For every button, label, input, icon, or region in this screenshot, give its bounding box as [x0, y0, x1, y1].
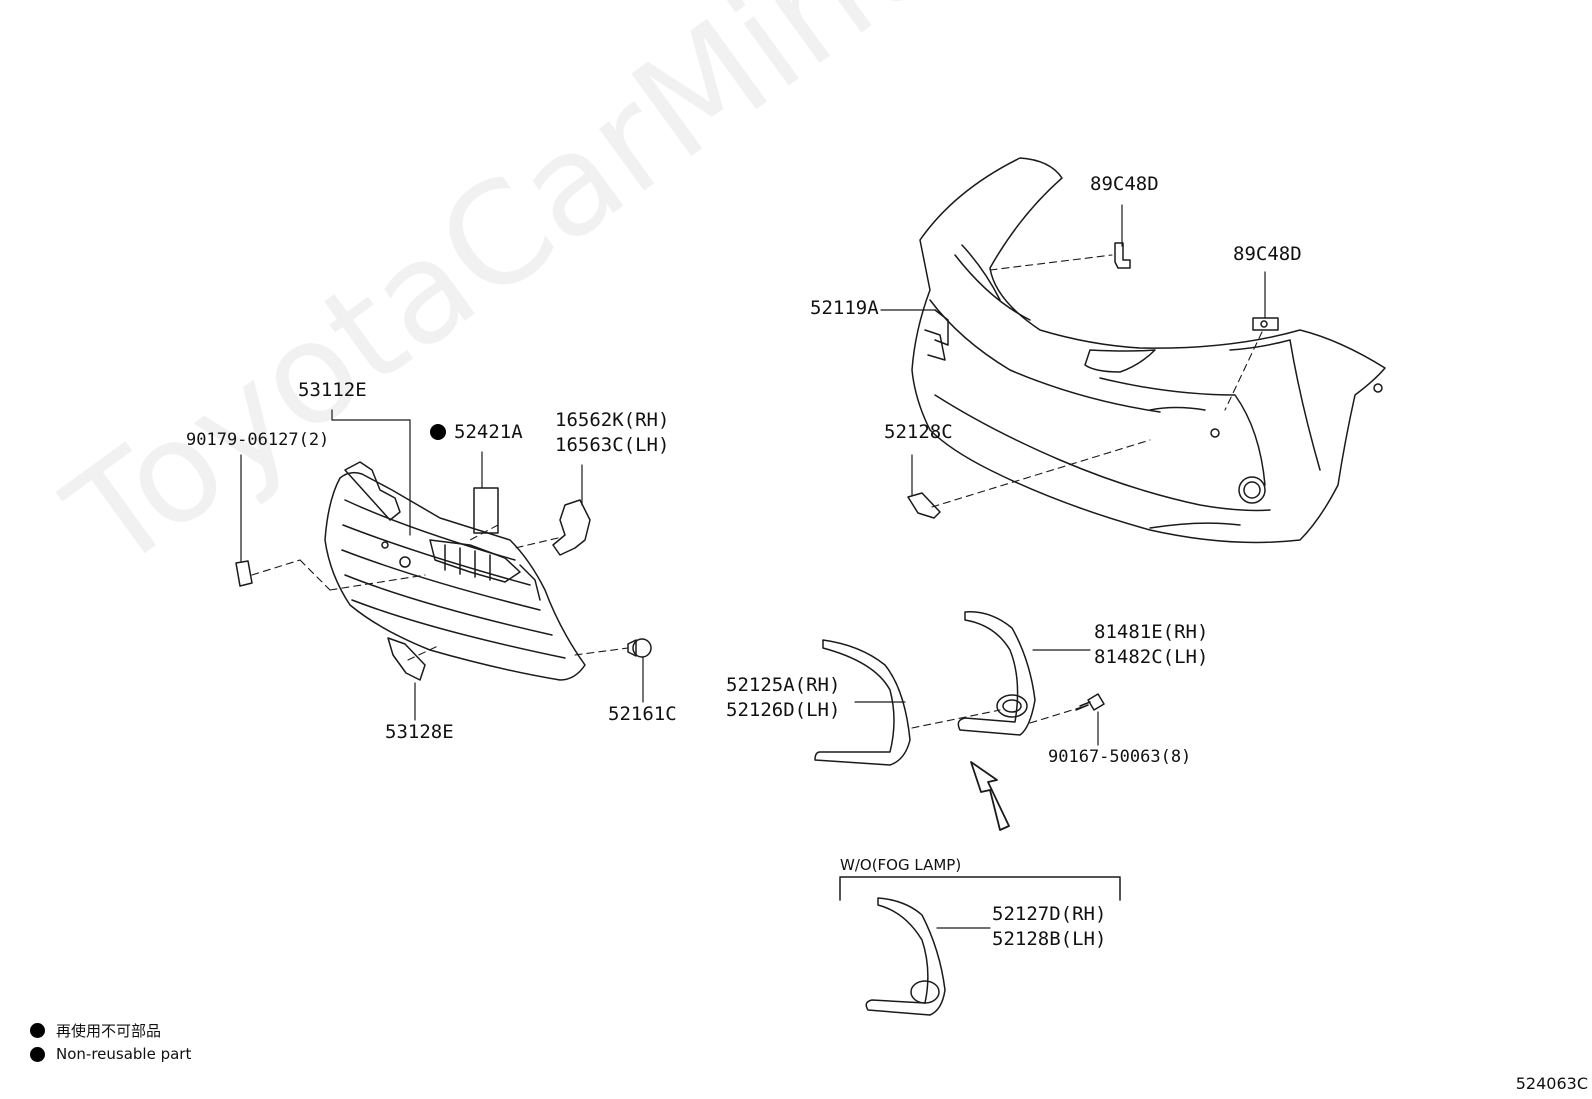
label-52127d: 52127D(RH) — [992, 903, 1107, 925]
label-52128c: 52128C — [884, 421, 953, 443]
label-52161c: 52161C — [608, 703, 677, 725]
cover-52127d-drawing — [865, 897, 946, 1016]
variant-note: W/O(FOG LAMP) — [840, 856, 962, 874]
legend-dot-icon — [30, 1046, 45, 1062]
label-52421a: 52421A — [454, 421, 523, 443]
nut-90179-drawing — [235, 560, 253, 587]
label-90167-50063: 90167-50063(8) — [1048, 747, 1192, 767]
clip-52161c-drawing — [627, 638, 652, 658]
bracket-52128c-drawing — [907, 492, 941, 519]
diagram-code: 524063C — [1515, 1074, 1588, 1093]
label-16562k: 16562K(RH) — [555, 409, 670, 431]
bumper-cover-drawing — [911, 157, 1386, 544]
label-81482c: 81482C(LH) — [1094, 646, 1209, 668]
label-53128e: 53128E — [385, 721, 454, 743]
label-52119a: 52119A — [810, 297, 879, 319]
tape-52421a-drawing — [473, 487, 499, 534]
retainer-53128e-drawing — [387, 637, 426, 681]
legend-en-text: Non-reusable part — [56, 1045, 192, 1063]
legend-en: Non-reusable part — [30, 1045, 191, 1063]
label-53112e: 53112E — [298, 379, 367, 401]
label-52125a: 52125A(RH) — [726, 674, 841, 696]
label-16563c: 16563C(LH) — [555, 434, 670, 456]
legend-dot-icon — [30, 1023, 45, 1038]
non-reusable-dot — [430, 424, 446, 440]
legend-jp-text: 再使用不可部品 — [56, 1022, 162, 1040]
grille-drawing — [324, 461, 586, 681]
label-52128b: 52128B(LH) — [992, 928, 1107, 950]
label-89c48d-top: 89C48D — [1090, 173, 1159, 195]
arrow-drawing — [970, 761, 1010, 831]
moulding-52125a-drawing — [814, 639, 911, 766]
label-52126d: 52126D(LH) — [726, 699, 841, 721]
bracket-16562k-drawing — [552, 499, 591, 556]
label-90179-06127: 90179-06127(2) — [186, 430, 330, 450]
label-89c48d-right: 89C48D — [1233, 243, 1302, 265]
fog-cover-81481e-drawing — [957, 611, 1036, 736]
bracket-89c48d-drawing — [1114, 242, 1279, 331]
legend-jp: 再使用不可部品 — [30, 1020, 161, 1041]
variant-bracket — [839, 876, 1121, 901]
label-81481e: 81481E(RH) — [1094, 621, 1209, 643]
